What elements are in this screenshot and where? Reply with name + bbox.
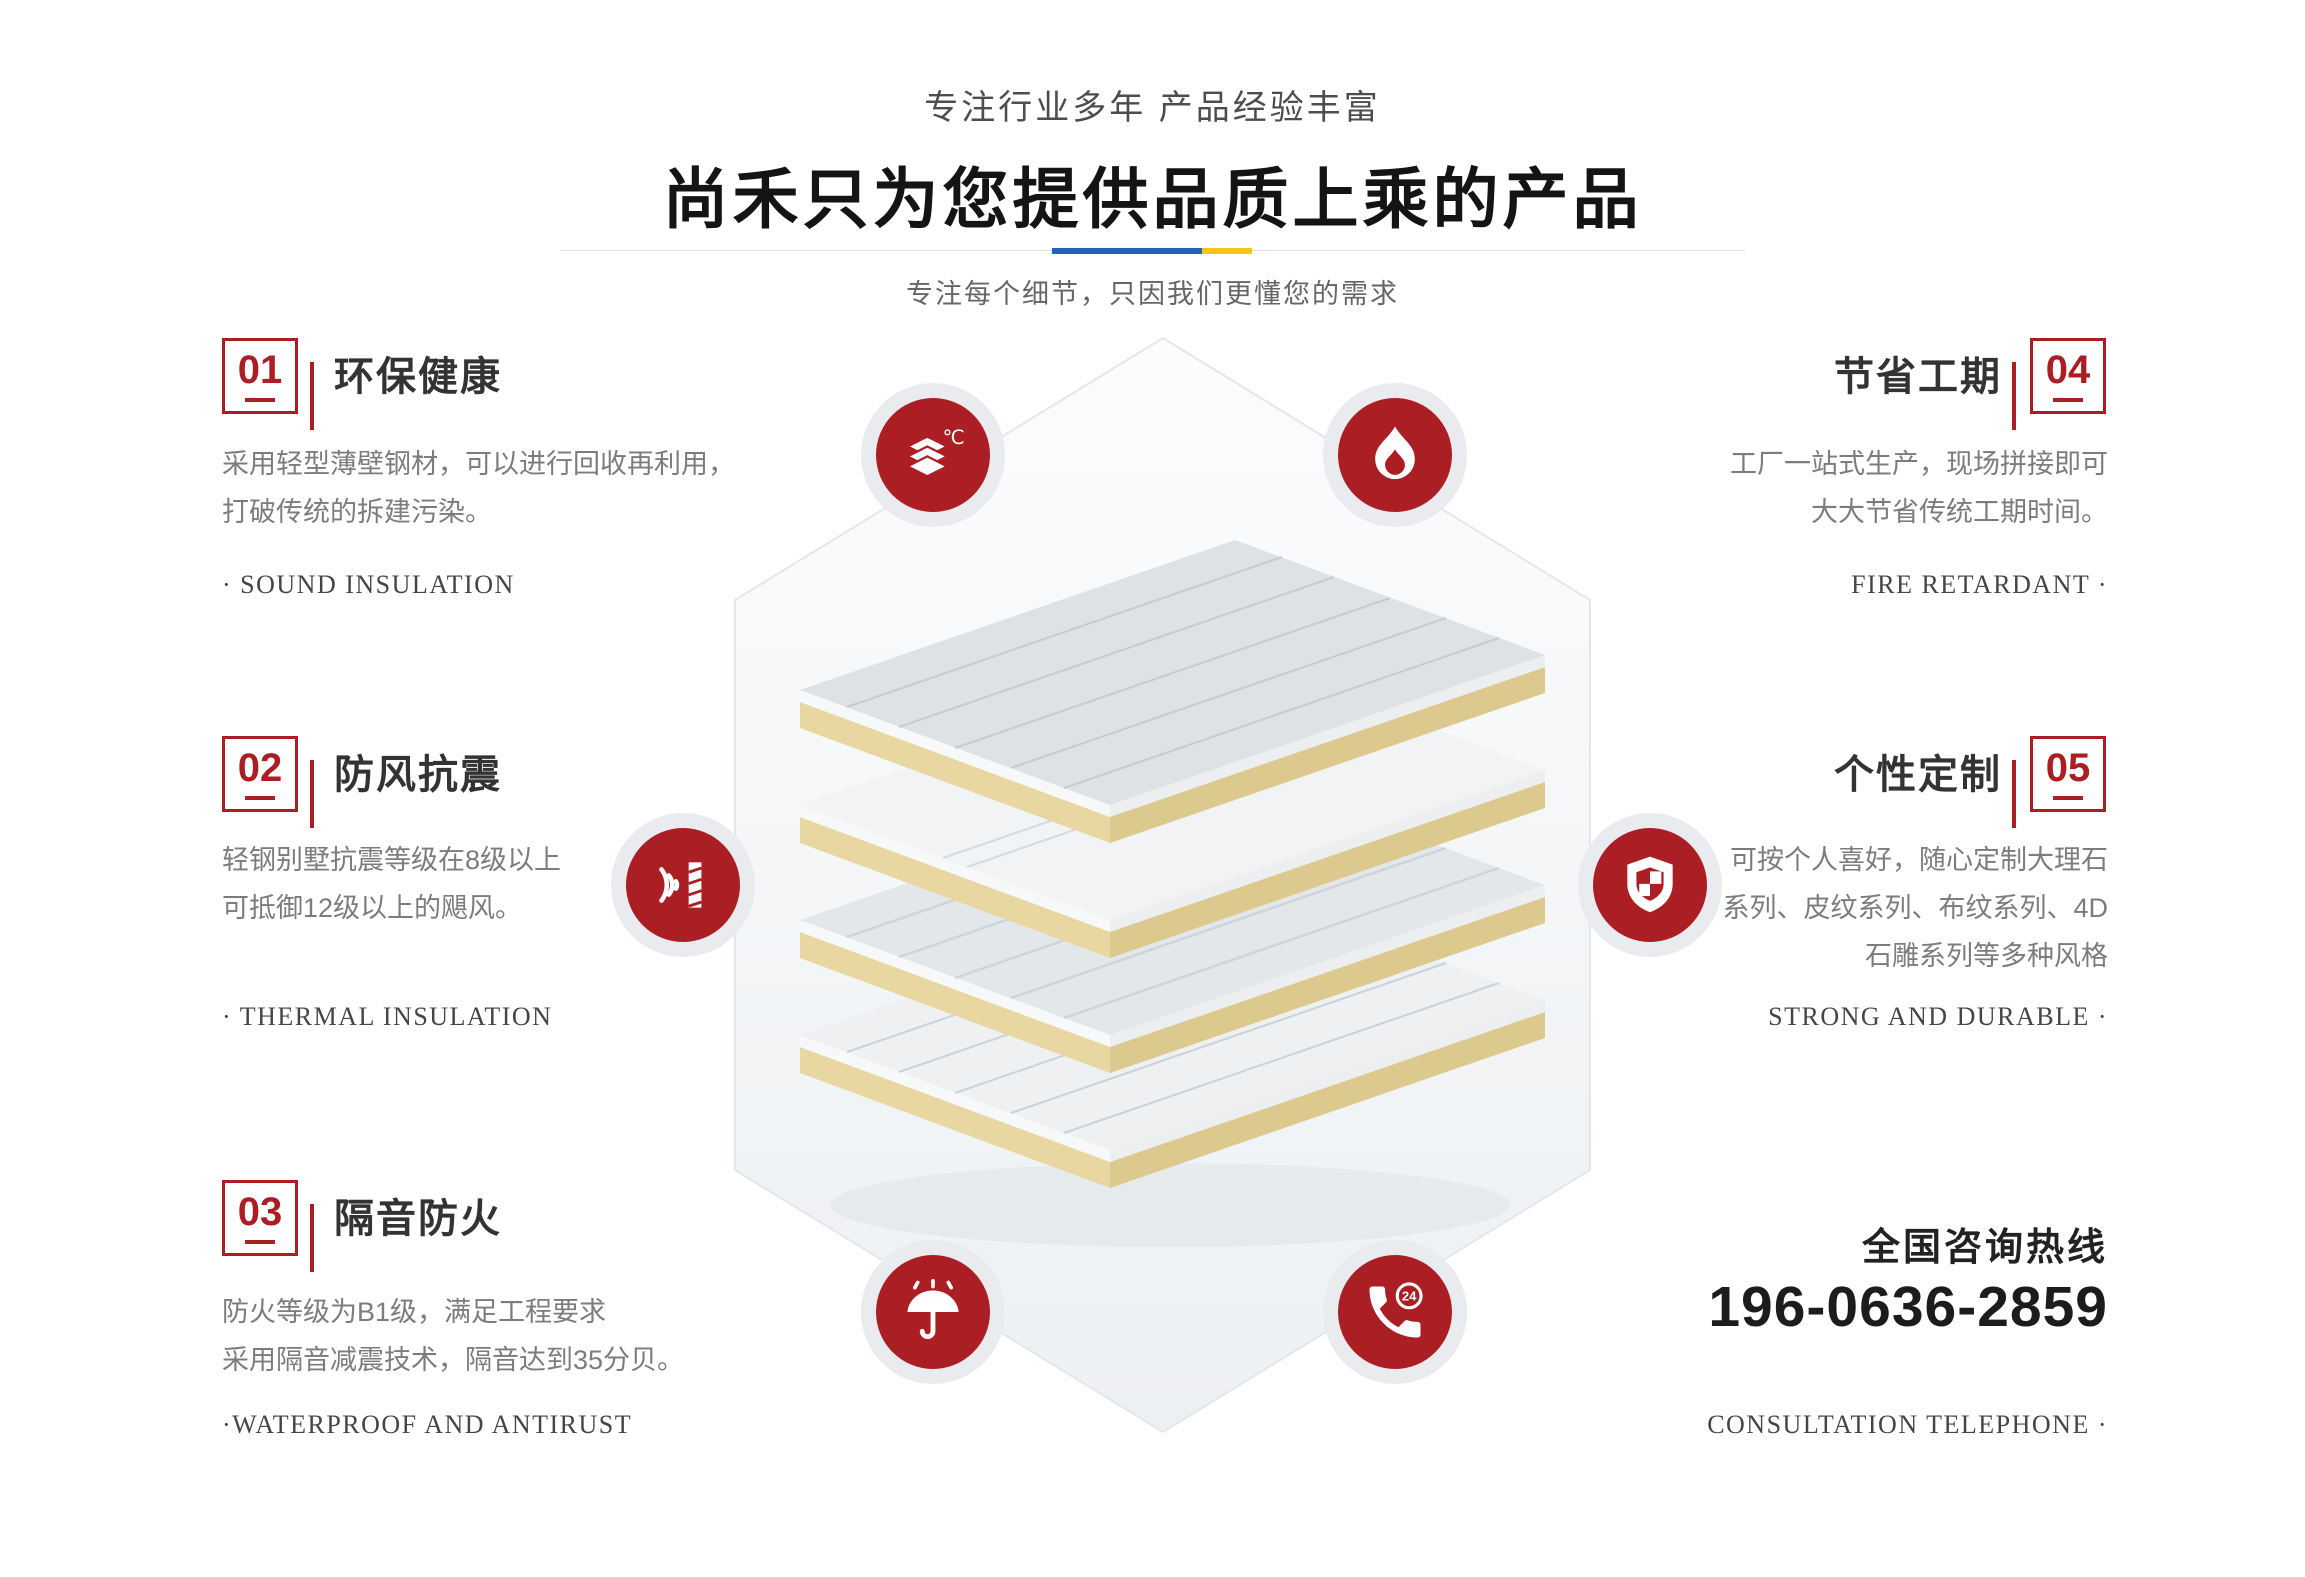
feature-03-en-label: ·WATERPROOF AND ANTIRUST [222,1410,633,1439]
umbrella-icon [861,1240,1005,1384]
feature-02-number-box: 02 [222,736,298,812]
feature-03-number-box: 03 [222,1180,298,1256]
feature-04-desc: 工厂一站式生产，现场拼接即可 大大节省传统工期时间。 [1730,449,2108,527]
feature-01-accent-bar [310,362,314,430]
hotline-phone-number: 196-0636-2859 [1708,1275,2108,1339]
feature-01-desc: 采用轻型薄壁钢材，可以进行回收再利用， 打破传统的拆建污染。 [222,449,735,527]
feature-02-en-label: · THERMAL INSULATION [222,1002,553,1031]
feature-05-accent-bar [2012,760,2016,828]
feature-02-number: 02 [237,746,283,790]
hexagon-shape [734,336,1591,1434]
shield-icon [1578,813,1722,957]
feature-02-accent-bar [310,760,314,828]
feature-01-en-label: · SOUND INSULATION [222,570,515,599]
phone-24-icon: 24 [1323,1240,1467,1384]
product-image [800,540,1545,1247]
feature-04-en-label: FIRE RETARDANT · [1851,570,2108,599]
svg-text:24: 24 [1402,1289,1417,1304]
hotline-label: 全国咨询热线 [1861,1227,2108,1269]
feature-02-title: 防风抗震 [334,753,502,797]
feature-03-accent-bar [310,1204,314,1272]
title-divider [0,248,2305,254]
feature-04-number: 04 [2045,348,2091,392]
feature-05-en-label: STRONG AND DURABLE · [1768,1002,2108,1031]
feature-05-number-box: 05 [2030,736,2106,812]
section-tagline: 专注每个细节，只因我们更懂您的需求 [906,279,1399,309]
feature-01-title: 环保健康 [334,355,502,399]
feature-05-title: 个性定制 [1834,753,2002,797]
feature-04-title: 节省工期 [1834,355,2002,399]
feature-04-number-box: 04 [2030,338,2106,414]
feature-03-title: 隔音防火 [334,1197,502,1241]
feature-04-accent-bar [2012,362,2016,430]
hotline-en-label: CONSULTATION TELEPHONE · [1707,1410,2108,1439]
svg-text:℃: ℃ [943,427,965,449]
feature-02-desc: 轻钢别墅抗震等级在8级以上 可抵御12级以上的飓风。 [222,845,562,923]
feature-03-number: 03 [237,1190,283,1234]
section-subtitle: 专注行业多年 产品经验丰富 [924,89,1381,127]
feature-05-number: 05 [2045,746,2091,790]
feature-01-number: 01 [237,348,283,392]
feature-03-desc: 防火等级为B1级，满足工程要求 采用隔音减震技术，隔音达到35分贝。 [222,1297,685,1375]
divider-blue-bar [1052,248,1202,254]
section-title: 尚禾只为您提供品质上乘的产品 [662,162,1643,236]
feature-05-desc: 可按个人喜好，随心定制大理石 系列、皮纹系列、布纹系列、4D 石雕系列等多种风格 [1722,845,2108,971]
shockproof-icon [611,813,755,957]
thermal-layers-icon: ℃ [861,383,1005,527]
feature-01-number-box: 01 [222,338,298,414]
divider-yellow-bar [1202,248,1252,254]
flame-icon [1323,383,1467,527]
